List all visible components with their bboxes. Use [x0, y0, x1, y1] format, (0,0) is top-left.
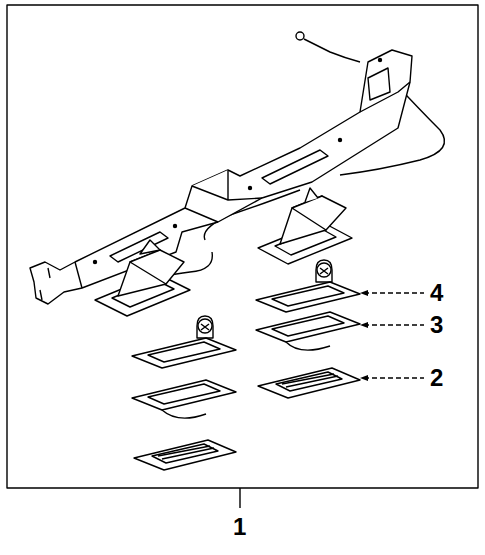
lamp-lens: [134, 440, 236, 470]
assembly-frame: [7, 5, 478, 488]
callout-number: 3: [430, 313, 443, 337]
bulb: [316, 260, 332, 282]
leader-line: [364, 293, 424, 378]
lamp-frame: [132, 338, 236, 368]
lamp-housing: [258, 188, 352, 264]
mounting-bracket: [30, 50, 412, 304]
lamp-lens: [258, 368, 360, 398]
lamp-housing: [95, 240, 190, 316]
lamp-gasket: [256, 312, 360, 350]
lamp-frame: [256, 282, 360, 312]
callout-number: 1: [233, 515, 246, 539]
leader-line: [239, 488, 240, 508]
bulb: [197, 316, 213, 338]
callout-number: 2: [430, 366, 443, 390]
leader-arrowhead: [360, 290, 368, 381]
lamp-gasket: [132, 380, 236, 418]
callout-number: 4: [430, 281, 443, 305]
